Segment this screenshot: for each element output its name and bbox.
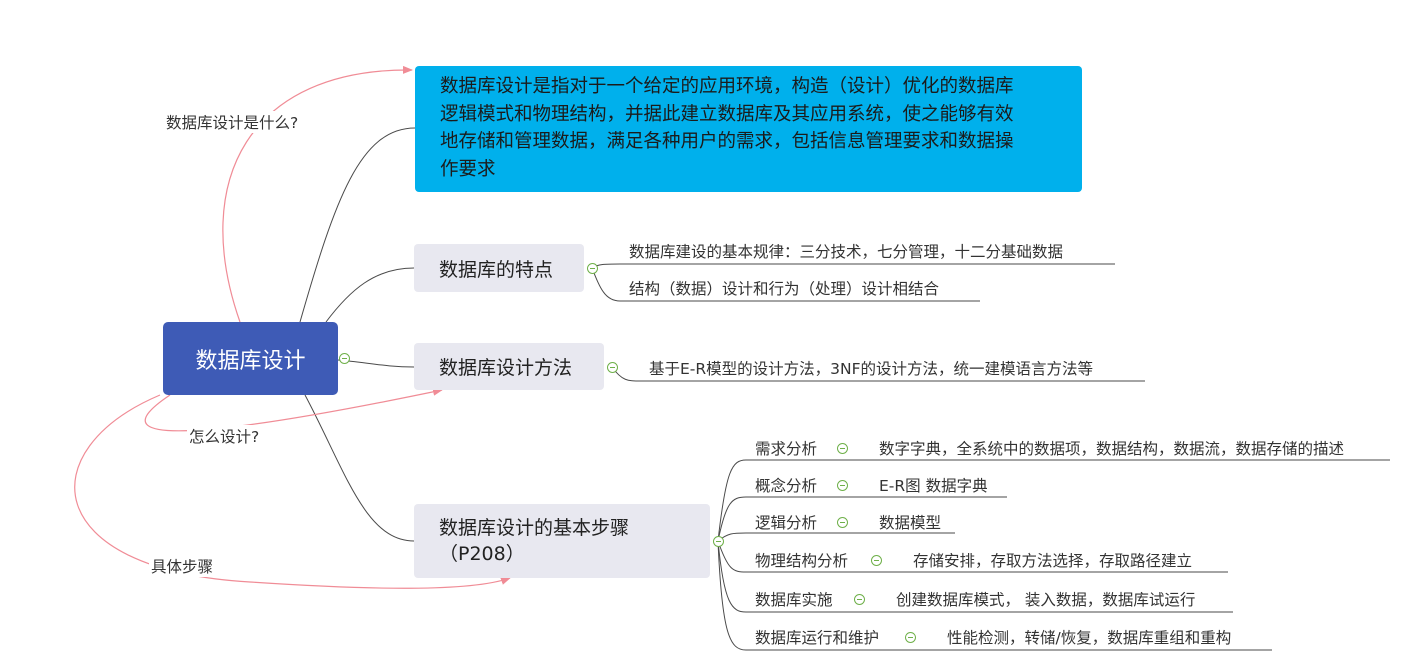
branch-methods-label: 数据库设计方法 <box>439 357 573 379</box>
step-1-collapse-icon[interactable] <box>837 443 848 454</box>
connector-step-3 <box>717 532 955 542</box>
annotation-how[interactable]: 怎么设计? <box>187 425 262 447</box>
step-detail-3: 数据模型 <box>879 514 942 532</box>
step-label-4[interactable]: 物理结构分析 <box>755 552 849 570</box>
definition-line-4: 作要求 <box>440 158 496 180</box>
step-detail-2: E-R图 数据字典 <box>879 477 988 495</box>
step-label-6[interactable]: 数据库运行和维护 <box>755 629 880 647</box>
annotation-steps[interactable]: 具体步骤 <box>149 555 216 577</box>
branch-features-label: 数据库的特点 <box>439 258 554 281</box>
connector-methods <box>337 359 415 368</box>
connector-features <box>325 267 415 323</box>
definition-line-3: 地存储和管理数据，满足各种用户的需求，包括信息管理要求和数据操 <box>440 131 1014 152</box>
annotation-what[interactable]: 数据库设计是什么? <box>164 111 301 133</box>
definition-line-2: 逻辑模式和物理结构，并据此建立数据库及其应用系统，使之能够有效 <box>440 103 1014 125</box>
branch-features[interactable]: 数据库的特点 <box>414 244 584 292</box>
step-2-collapse-icon[interactable] <box>837 480 848 491</box>
step-detail-4: 存储安排，存取方法选择，存取路径建立 <box>913 552 1193 570</box>
steps-collapse-icon[interactable] <box>713 536 724 547</box>
connector-step-4 <box>717 540 1228 573</box>
connector-step-5 <box>717 540 1233 613</box>
methods-collapse-icon[interactable] <box>607 362 618 373</box>
step-label-5[interactable]: 数据库实施 <box>755 591 833 609</box>
relationship-what <box>222 65 413 323</box>
connector-definition <box>299 127 416 323</box>
branch-steps-label-line1: 数据库设计的基本步骤 <box>439 517 630 539</box>
root-node[interactable]: 数据库设计 <box>163 322 338 395</box>
connector-steps <box>304 394 415 542</box>
connector-features-1 <box>591 263 1115 269</box>
features-item-1: 数据库建设的基本规律：三分技术，七分管理，十二分基础数据 <box>629 243 1064 261</box>
step-detail-5: 创建数据库模式， 装入数据，数据库试运行 <box>896 591 1196 609</box>
branch-steps[interactable]: 数据库设计的基本步骤 （P208） <box>414 504 710 578</box>
connector-features-2 <box>591 267 980 302</box>
step-3-collapse-icon[interactable] <box>837 517 848 528</box>
relationship-steps <box>74 394 511 589</box>
step-detail-1: 数字字典，全系统中的数据项，数据结构，数据流，数据存储的描述 <box>879 440 1345 458</box>
step-5-collapse-icon[interactable] <box>854 594 865 605</box>
branch-steps-label-line2: （P208） <box>439 543 525 565</box>
root-label: 数据库设计 <box>195 348 306 374</box>
step-label-3[interactable]: 逻辑分析 <box>755 514 818 532</box>
connector-step-6 <box>717 540 1272 651</box>
step-label-1[interactable]: 需求分析 <box>755 440 818 458</box>
features-item-2: 结构（数据）设计和行为（处理）设计相结合 <box>629 280 940 298</box>
definition-line-1: 数据库设计是指对于一个给定的应用环境，构造（设计）优化的数据库 <box>440 76 1014 97</box>
step-detail-6: 性能检测，转储/恢复，数据库重组和重构 <box>947 629 1232 647</box>
step-6-collapse-icon[interactable] <box>905 632 916 643</box>
definition-node[interactable]: 数据库设计是指对于一个给定的应用环境，构造（设计）优化的数据库 逻辑模式和物理结… <box>415 66 1082 192</box>
root-collapse-icon[interactable] <box>339 353 350 364</box>
step-label-2[interactable]: 概念分析 <box>755 477 818 495</box>
connector-step-1 <box>717 459 1390 542</box>
step-4-collapse-icon[interactable] <box>871 555 882 566</box>
connector-step-2 <box>717 496 1007 542</box>
methods-item-1: 基于E-R模型的设计方法，3NF的设计方法，统一建模语言方法等 <box>649 360 1094 378</box>
branch-methods[interactable]: 数据库设计方法 <box>414 343 604 390</box>
features-collapse-icon[interactable] <box>587 263 598 274</box>
